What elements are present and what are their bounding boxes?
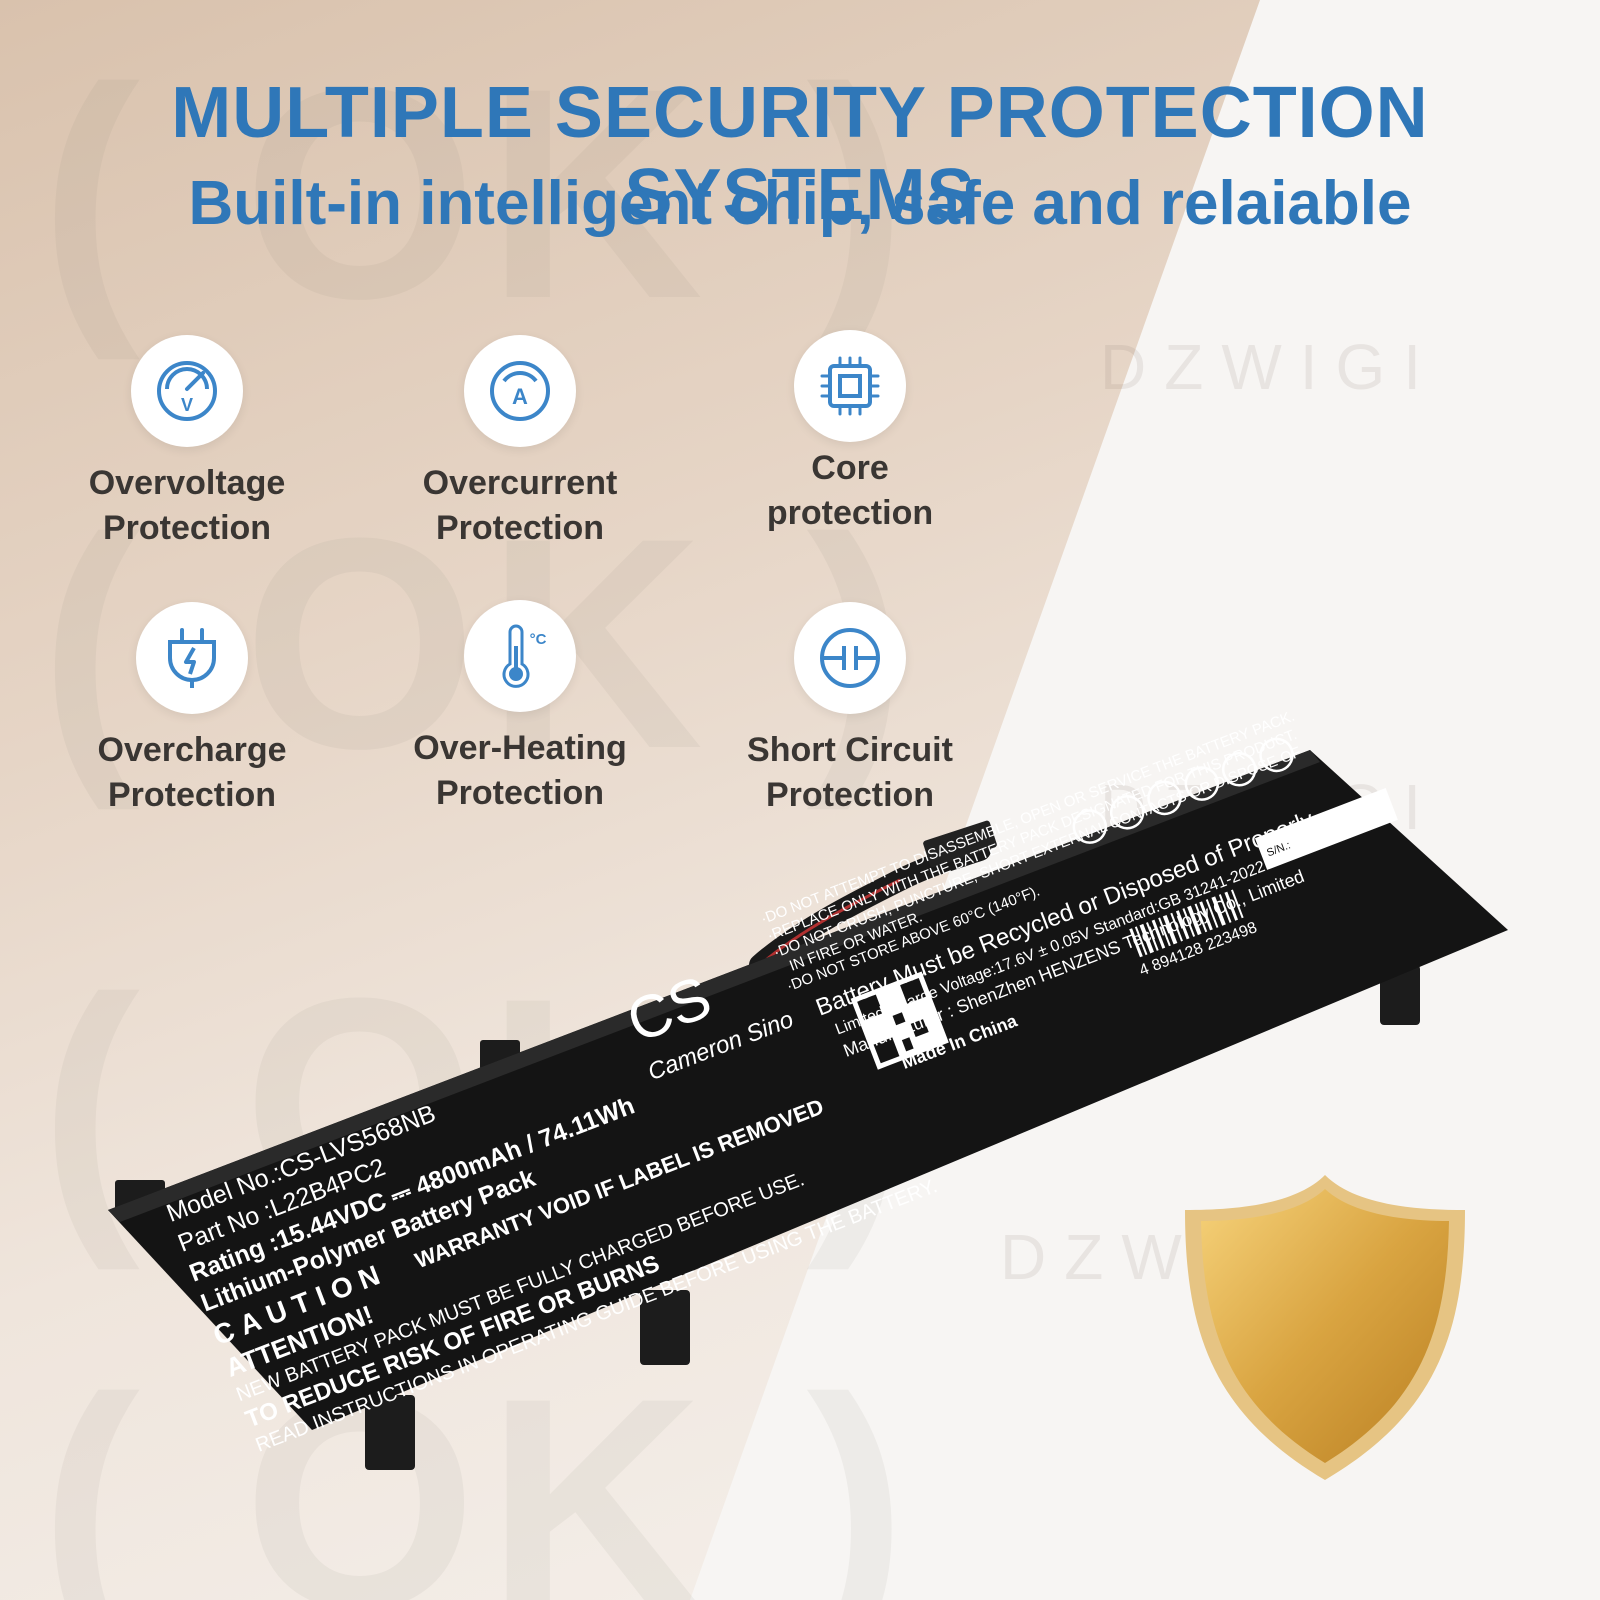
- svg-text:V: V: [181, 395, 193, 415]
- barcode: [1129, 889, 1244, 958]
- feature-label: Overcurrent Protection: [422, 464, 618, 547]
- watermark-shape: ( OK ): [40, 25, 917, 361]
- icon-circle: A: [464, 335, 576, 447]
- feature-overheating: °C Over-Heating Protection: [380, 600, 660, 816]
- feature-label: Over-Heating Protection: [413, 729, 627, 812]
- svg-text:°C: °C: [530, 631, 547, 648]
- feature-core: Core protection: [710, 330, 990, 536]
- chip-icon: [820, 356, 880, 416]
- watermark-shape: ( OK ): [40, 1335, 917, 1600]
- feature-short-circuit: Short Circuit Protection: [710, 602, 990, 818]
- ammeter-icon: A: [490, 361, 550, 421]
- svg-text:A: A: [512, 384, 528, 409]
- thermometer-icon: °C: [502, 624, 547, 688]
- feature-label: Core protection: [766, 449, 934, 532]
- shield-icon: [1185, 1175, 1465, 1480]
- icon-circle: °C: [464, 600, 576, 712]
- battery-body: [108, 750, 1508, 1430]
- plug-charge-icon: [168, 628, 216, 688]
- safety-symbols: [1072, 737, 1294, 844]
- battery-connector-cable: [749, 820, 997, 976]
- feature-overcurrent: A Overcurrent Protection: [380, 335, 660, 551]
- mounting-tabs: [115, 965, 1420, 1470]
- feature-label: Overcharge Protection: [97, 731, 287, 814]
- feature-overvoltage: V Overvoltage Protection: [47, 335, 327, 551]
- feature-label: Overvoltage Protection: [88, 464, 286, 547]
- watermark-brand: DZWIGI: [1100, 331, 1440, 403]
- short-circuit-icon: [820, 628, 880, 688]
- serial-label-box: [1254, 788, 1398, 870]
- page-subtitle: Built-in intelligent chip, safe and rela…: [188, 169, 1412, 238]
- voltmeter-icon: V: [157, 361, 217, 421]
- icon-circle: [136, 602, 248, 714]
- feature-label: Short Circuit Protection: [747, 731, 953, 814]
- feature-overcharge: Overcharge Protection: [52, 602, 332, 818]
- qr-code: [850, 971, 949, 1070]
- icon-circle: [794, 330, 906, 442]
- icon-circle: V: [131, 335, 243, 447]
- page-title: MULTIPLE SECURITY PROTECTION SYSTEMS: [171, 73, 1429, 235]
- icon-circle: [794, 602, 906, 714]
